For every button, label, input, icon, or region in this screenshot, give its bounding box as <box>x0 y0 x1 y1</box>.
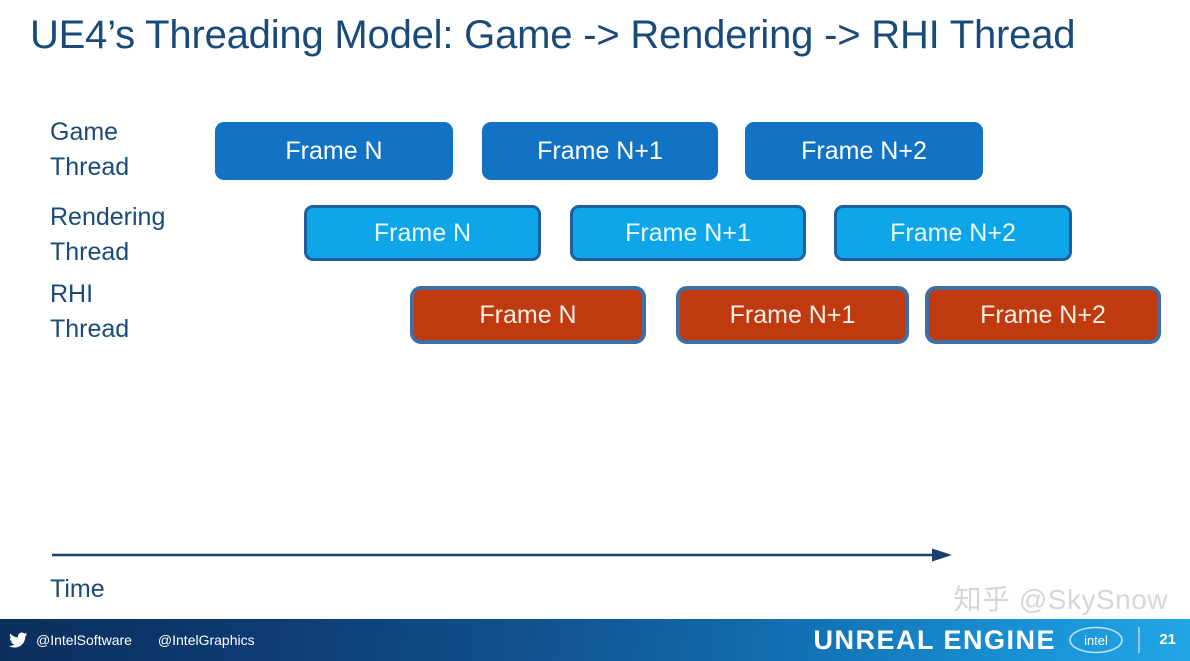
page-title: UE4’s Threading Model: Game -> Rendering… <box>30 13 1076 57</box>
intel-logo: intel <box>1068 626 1124 654</box>
footer-branding: UNREAL ENGINE intel 21 <box>813 625 1176 655</box>
frame-box-game-n2: Frame N+2 <box>745 122 983 180</box>
frame-box-render-n2: Frame N+2 <box>834 205 1072 261</box>
frame-box-rhi-n: Frame N <box>410 286 646 344</box>
footer-social: @IntelSoftware @IntelGraphics <box>8 630 281 650</box>
page-number: 21 <box>1159 631 1176 648</box>
unreal-engine-logo: UNREAL ENGINE <box>813 625 1056 655</box>
footer-divider <box>1138 627 1140 653</box>
frame-box-render-n1: Frame N+1 <box>570 205 806 261</box>
twitter-icon[interactable] <box>8 630 28 650</box>
twitter-handle-intelsoftware[interactable]: @IntelSoftware <box>36 632 132 648</box>
frame-box-rhi-n1: Frame N+1 <box>676 286 909 344</box>
time-axis-label: Time <box>50 575 105 603</box>
twitter-handle-intelgraphics[interactable]: @IntelGraphics <box>157 632 255 648</box>
thread-label-rendering: Rendering Thread <box>50 203 166 266</box>
frame-box-render-n: Frame N <box>304 205 541 261</box>
frame-box-game-n: Frame N <box>215 122 453 180</box>
thread-label-rhi: RHI Thread <box>50 280 130 343</box>
threading-model-diagram: Game Thread Rendering Thread RHI Thread … <box>50 118 1161 603</box>
thread-label-game: Game Thread <box>50 118 130 181</box>
frame-box-rhi-n2: Frame N+2 <box>925 286 1161 344</box>
svg-text:intel: intel <box>1084 633 1108 648</box>
frame-box-game-n1: Frame N+1 <box>482 122 718 180</box>
slide-footer: @IntelSoftware @IntelGraphics UNREAL ENG… <box>0 619 1190 661</box>
time-axis-arrow <box>52 548 952 562</box>
